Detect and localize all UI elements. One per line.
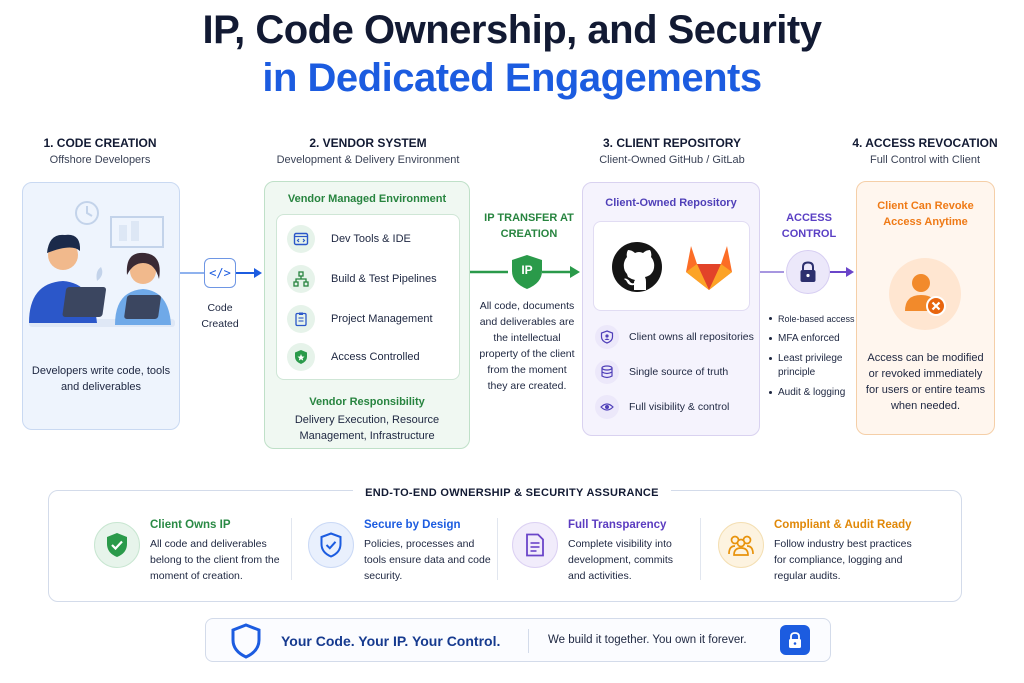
stage-4-heading: 4. ACCESS REVOCATION Full Control with C… xyxy=(805,136,1024,166)
stage-title: 2. VENDOR SYSTEM xyxy=(309,136,427,150)
stage-1-heading: 1. CODE CREATION Offshore Developers xyxy=(0,136,220,166)
access-revocation-card: Client Can Revoke Access Anytime Access … xyxy=(856,181,995,435)
revoke-user-icon xyxy=(889,258,961,330)
vendor-env-header: Vendor Managed Environment xyxy=(287,193,447,205)
access-bullet: Least privilege principle xyxy=(766,352,858,380)
vendor-item: Build & Test Pipelines xyxy=(287,265,437,293)
divider xyxy=(291,518,292,580)
pipeline-icon xyxy=(287,265,315,293)
database-icon xyxy=(595,360,619,384)
access-lock-icon xyxy=(786,250,830,294)
stage-3-heading: 3. CLIENT REPOSITORY Client-Owned GitHub… xyxy=(552,136,792,166)
code-creation-card: Developers write code, tools and deliver… xyxy=(22,182,180,430)
ip-transfer-text: All code, documents and deliverables are… xyxy=(479,300,575,392)
shield-outline-icon xyxy=(231,623,261,659)
arrow-3 xyxy=(760,267,854,277)
access-bullet: Audit & logging xyxy=(766,386,858,400)
repo-feature-label: Single source of truth xyxy=(629,366,729,378)
stage-2-heading: 2. VENDOR SYSTEM Development & Delivery … xyxy=(248,136,488,166)
repo-feature-label: Client owns all repositories xyxy=(629,331,754,343)
code-creation-text: Developers write code, tools and deliver… xyxy=(31,365,171,393)
repo-logos xyxy=(593,221,750,311)
assurance-item-title: Full Transparency xyxy=(568,519,667,531)
bottom-banner: Your Code. Your IP. Your Control. We bui… xyxy=(205,618,831,662)
revoke-header: Client Can Revoke Access Anytime xyxy=(877,200,974,228)
shield-check-icon xyxy=(94,522,140,568)
gitlab-icon xyxy=(686,246,732,290)
lock-icon xyxy=(780,625,810,655)
eye-icon xyxy=(595,395,619,419)
vendor-item-label: Dev Tools & IDE xyxy=(331,233,411,245)
access-bullet: Role-based access xyxy=(766,312,858,326)
page-subtitle: in Dedicated Engagements xyxy=(262,56,762,100)
assurance-item-text: Follow industry best practices for compl… xyxy=(774,538,912,582)
code-window-icon xyxy=(287,225,315,253)
code-tag-icon: </> xyxy=(204,258,236,288)
assurance-item-text: Complete visibility into development, co… xyxy=(568,538,674,582)
vendor-system-card: Vendor Managed Environment Dev Tools & I… xyxy=(264,181,470,449)
revoke-text: Access can be modified or revoked immedi… xyxy=(865,352,986,412)
vendor-item: Dev Tools & IDE xyxy=(287,225,411,253)
repo-feature: Full visibility & control xyxy=(595,395,729,419)
assurance-item-title: Compliant & Audit Ready xyxy=(774,519,912,531)
vendor-item: Project Management xyxy=(287,305,433,333)
code-created-label: Code Created xyxy=(201,302,239,330)
client-repo-header: Client-Owned Repository xyxy=(605,197,737,209)
ip-badge-label: IP xyxy=(521,263,533,277)
github-icon xyxy=(612,242,662,292)
vendor-env-list: Dev Tools & IDE Build & Test Pipelines P… xyxy=(276,214,460,380)
stage-title: 4. ACCESS REVOCATION xyxy=(852,136,998,150)
assurance-item-text: All code and deliverables belong to the … xyxy=(150,538,280,582)
banner-tagline: Your Code. Your IP. Your Control. xyxy=(281,633,501,649)
shield-outline-check-icon xyxy=(308,522,354,568)
banner-subline: We build it together. You own it forever… xyxy=(548,634,747,646)
access-bullet: MFA enforced xyxy=(766,332,858,346)
shield-star-icon xyxy=(287,343,315,371)
developers-illustration xyxy=(29,201,175,327)
assurance-item-title: Secure by Design xyxy=(364,519,461,531)
vendor-item-label: Access Controlled xyxy=(331,351,420,363)
document-icon xyxy=(512,522,558,568)
ip-shield-icon xyxy=(510,254,544,290)
ip-transfer-title: IP TRANSFER AT CREATION xyxy=(484,212,574,240)
vendor-responsibility-text: Delivery Execution, Resource Management,… xyxy=(294,414,440,442)
vendor-responsibility-title: Vendor Responsibility xyxy=(309,396,425,408)
assurance-title-text: END-TO-END OWNERSHIP & SECURITY ASSURANC… xyxy=(353,487,671,499)
access-control-list: Role-based access MFA enforced Least pri… xyxy=(766,312,858,406)
repo-feature: Single source of truth xyxy=(595,360,728,384)
stage-subtitle: Client-Owned GitHub / GitLab xyxy=(599,154,745,166)
assurance-item-title: Client Owns IP xyxy=(150,519,231,531)
arrow-2 xyxy=(470,266,580,278)
page-title: IP, Code Ownership, and Security xyxy=(202,8,822,52)
stage-title: 1. CODE CREATION xyxy=(43,136,157,150)
clipboard-icon xyxy=(287,305,315,333)
client-repository-card: Client-Owned Repository Client owns all … xyxy=(582,182,760,436)
banner-divider xyxy=(528,629,529,653)
divider xyxy=(497,518,498,580)
repo-feature-label: Full visibility & control xyxy=(629,401,730,413)
stage-title: 3. CLIENT REPOSITORY xyxy=(602,136,742,150)
arrow-1 xyxy=(180,268,262,278)
vendor-item-label: Build & Test Pipelines xyxy=(331,273,437,285)
stage-subtitle: Offshore Developers xyxy=(49,154,151,166)
assurance-title: END-TO-END OWNERSHIP & SECURITY ASSURANC… xyxy=(0,483,1024,501)
assurance-item-text: Policies, processes and tools ensure dat… xyxy=(364,538,491,582)
stage-subtitle: Development & Delivery Environment xyxy=(276,154,460,166)
shield-person-icon xyxy=(595,325,619,349)
stage-subtitle: Full Control with Client xyxy=(869,154,981,166)
divider xyxy=(700,518,701,580)
vendor-item-label: Project Management xyxy=(331,313,433,325)
vendor-item: Access Controlled xyxy=(287,343,420,371)
access-control-title: ACCESS CONTROL xyxy=(781,212,837,240)
repo-feature: Client owns all repositories xyxy=(595,325,754,349)
people-icon xyxy=(718,522,764,568)
